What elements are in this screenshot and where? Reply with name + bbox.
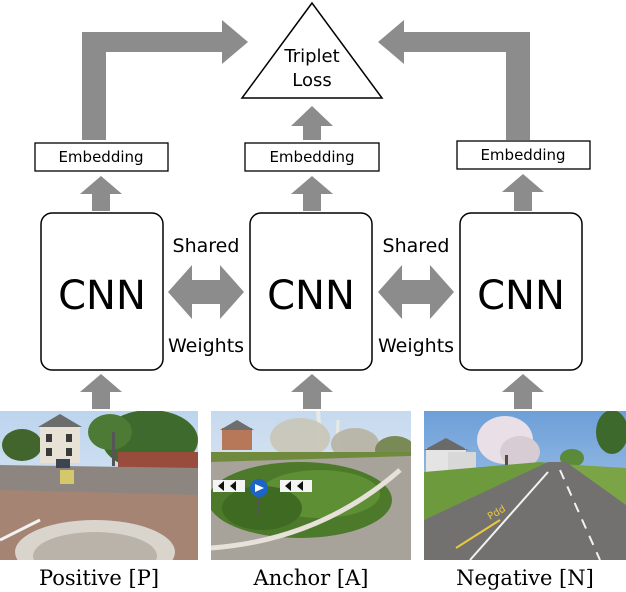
anchor-caption: Anchor [A]: [253, 566, 369, 590]
negative-to-loss-arrow: [378, 20, 530, 140]
loss-label-line2: Loss: [292, 70, 331, 91]
anchor-photo: [211, 411, 411, 560]
positive-embedding-box: [34, 142, 169, 172]
negative-photo: Pdd: [424, 411, 626, 560]
anchor-embedding-label: Embedding: [269, 148, 354, 166]
negative-embedding-label: Embedding: [480, 146, 565, 164]
weights-label-right: Weights: [378, 335, 454, 357]
shared-label-right: Shared: [383, 235, 450, 257]
anchor-cnn-to-embedding-arrow: [291, 176, 333, 211]
positive-image-to-cnn-arrow: [80, 374, 122, 409]
positive-embedding-label: Embedding: [58, 148, 143, 166]
positive-cnn-box: [40, 212, 164, 371]
weights-label-left: Weights: [168, 335, 244, 357]
positive-cnn-to-embedding-arrow: [80, 176, 122, 211]
negative-embedding-box: [456, 140, 591, 170]
triplet-loss-node: [240, 1, 384, 99]
negative-image-to-cnn-arrow: [502, 374, 544, 409]
positive-caption: Positive [P]: [39, 566, 159, 590]
anchor-to-loss-arrow: [291, 106, 333, 140]
shared-label-left: Shared: [173, 235, 240, 257]
shared-weights-arrow-left: [168, 265, 244, 319]
negative-caption: Negative [N]: [456, 566, 594, 590]
negative-cnn-label: CNN: [477, 273, 565, 319]
loss-label-line1: Triplet: [283, 46, 339, 67]
negative-cnn-box: [459, 212, 583, 371]
anchor-cnn-box: [249, 212, 373, 371]
positive-photo: [0, 411, 198, 560]
anchor-image-to-cnn-arrow: [291, 374, 333, 409]
anchor-embedding-box: [244, 142, 380, 172]
shared-weights-arrow-right: [378, 265, 454, 319]
positive-to-loss-arrow: [82, 20, 248, 140]
anchor-cnn-label: CNN: [267, 273, 355, 319]
positive-cnn-label: CNN: [58, 273, 146, 319]
negative-cnn-to-embedding-arrow: [502, 174, 544, 211]
